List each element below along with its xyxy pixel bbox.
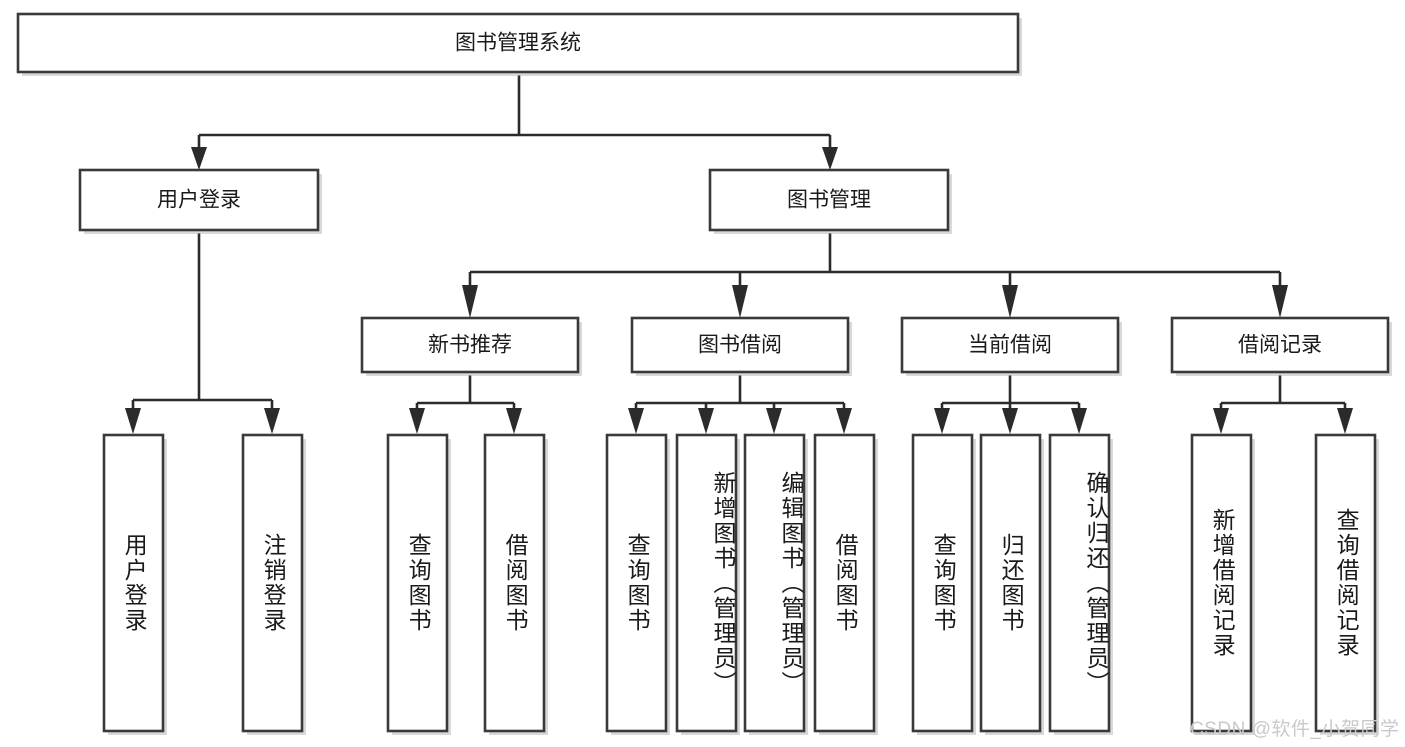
arrow-nb-leaf-1 xyxy=(409,408,425,434)
csdn-watermark: CSDN @软件_小贺同学 xyxy=(1190,719,1400,740)
node-user-login-box[interactable] xyxy=(78,168,320,232)
leaf-box-br-add-record[interactable] xyxy=(1190,433,1253,733)
arrow-book-borrow xyxy=(732,285,748,318)
arrow-bb-leaf-3 xyxy=(766,408,782,434)
arrow-borrow-record xyxy=(1272,285,1288,318)
arrow-br-leaf-2 xyxy=(1337,408,1353,434)
leaf-box-bb-borrow-book[interactable] xyxy=(813,433,876,733)
arrow-cb-leaf-3 xyxy=(1071,408,1087,434)
leaf-box-logout[interactable] xyxy=(241,433,304,733)
node-current-borrow-label: 当前借阅 xyxy=(968,334,1052,357)
leaf-box-bb-edit-book[interactable] xyxy=(743,433,806,733)
arrow-current-borrow xyxy=(1002,285,1018,318)
node-user-login-label: 用户登录 xyxy=(157,189,241,212)
node-current-borrow-box[interactable] xyxy=(900,316,1120,374)
arrow-bb-leaf-2 xyxy=(698,408,714,434)
arrow-leaf-logout xyxy=(264,408,280,434)
arrow-new-book xyxy=(462,285,478,318)
node-book-borrow-label: 图书借阅 xyxy=(698,334,782,357)
node-layer: 图书管理系统 用户登录 图书管理 新书推荐 图书借阅 当前借阅 借阅记录 xyxy=(16,12,1392,735)
leaf-box-bb-query-book[interactable] xyxy=(605,433,668,733)
arrow-bb-leaf-1 xyxy=(628,408,644,434)
node-root-label: 图书管理系统 xyxy=(455,32,581,55)
node-root-box[interactable] xyxy=(16,12,1020,74)
connector-layer xyxy=(125,75,1353,434)
arrow-book-manage xyxy=(822,147,838,170)
arrow-cb-leaf-2 xyxy=(1002,408,1018,434)
arrow-nb-leaf-2 xyxy=(506,408,522,434)
leaf-box-user-login[interactable] xyxy=(102,433,165,733)
node-book-manage-box[interactable] xyxy=(708,168,950,232)
arrow-cb-leaf-1 xyxy=(934,408,950,434)
leaf-box-nb-query-book[interactable] xyxy=(386,433,449,733)
node-book-manage-label: 图书管理 xyxy=(787,189,871,212)
arrow-user-login xyxy=(191,147,207,170)
arrow-bb-leaf-4 xyxy=(836,408,852,434)
node-borrow-record-box[interactable] xyxy=(1170,316,1390,374)
leaf-box-br-query-record[interactable] xyxy=(1314,433,1377,733)
leaf-box-cb-return-book[interactable] xyxy=(979,433,1042,733)
leaf-box-cb-confirm-return[interactable] xyxy=(1048,433,1111,733)
arrow-leaf-user-login xyxy=(125,408,141,434)
node-new-book-box[interactable] xyxy=(360,316,580,374)
node-borrow-record-label: 借阅记录 xyxy=(1238,334,1322,357)
leaf-box-cb-query-book[interactable] xyxy=(911,433,974,733)
leaf-box-bb-add-book[interactable] xyxy=(675,433,738,733)
arrow-br-leaf-1 xyxy=(1213,408,1229,434)
leaf-box-nb-borrow-book[interactable] xyxy=(483,433,546,733)
node-book-borrow-box[interactable] xyxy=(630,316,850,374)
node-new-book-label: 新书推荐 xyxy=(428,334,512,357)
